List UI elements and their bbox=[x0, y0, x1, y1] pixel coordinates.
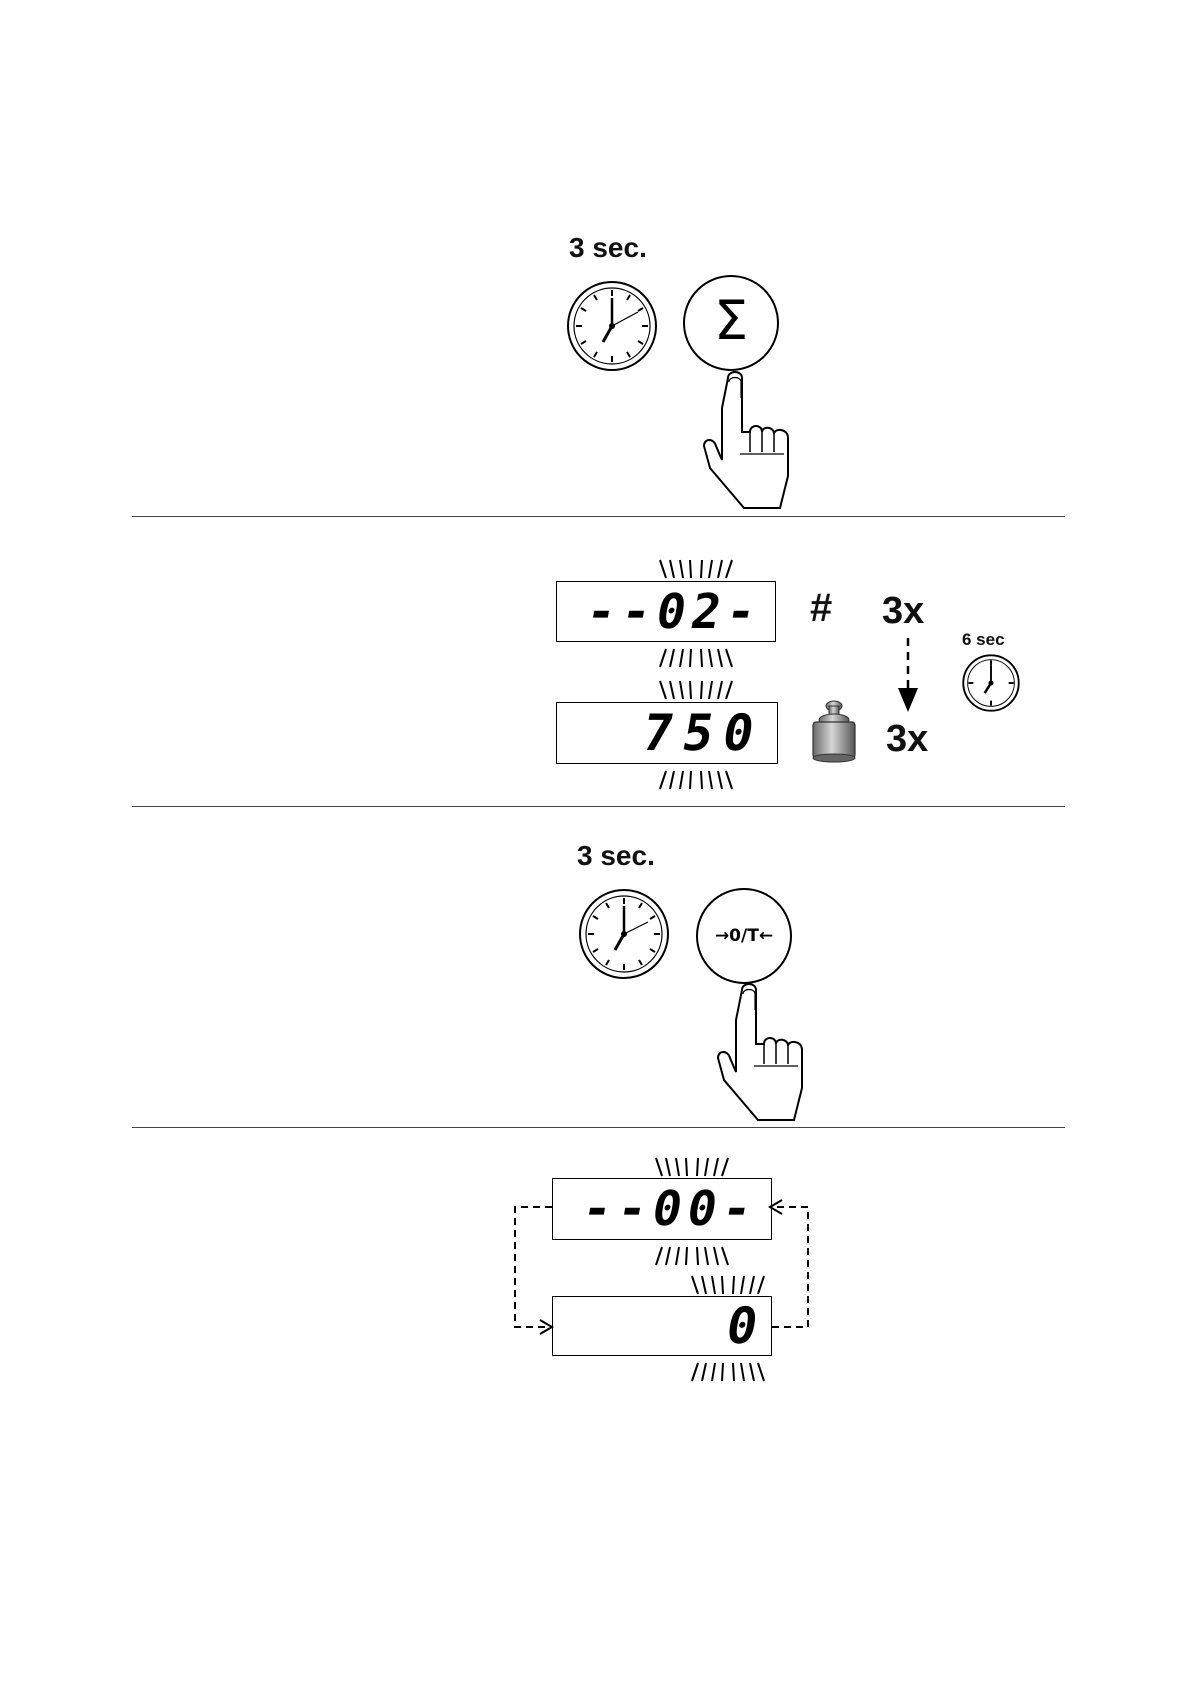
cycle-arrows-icon bbox=[0, 0, 1190, 1684]
